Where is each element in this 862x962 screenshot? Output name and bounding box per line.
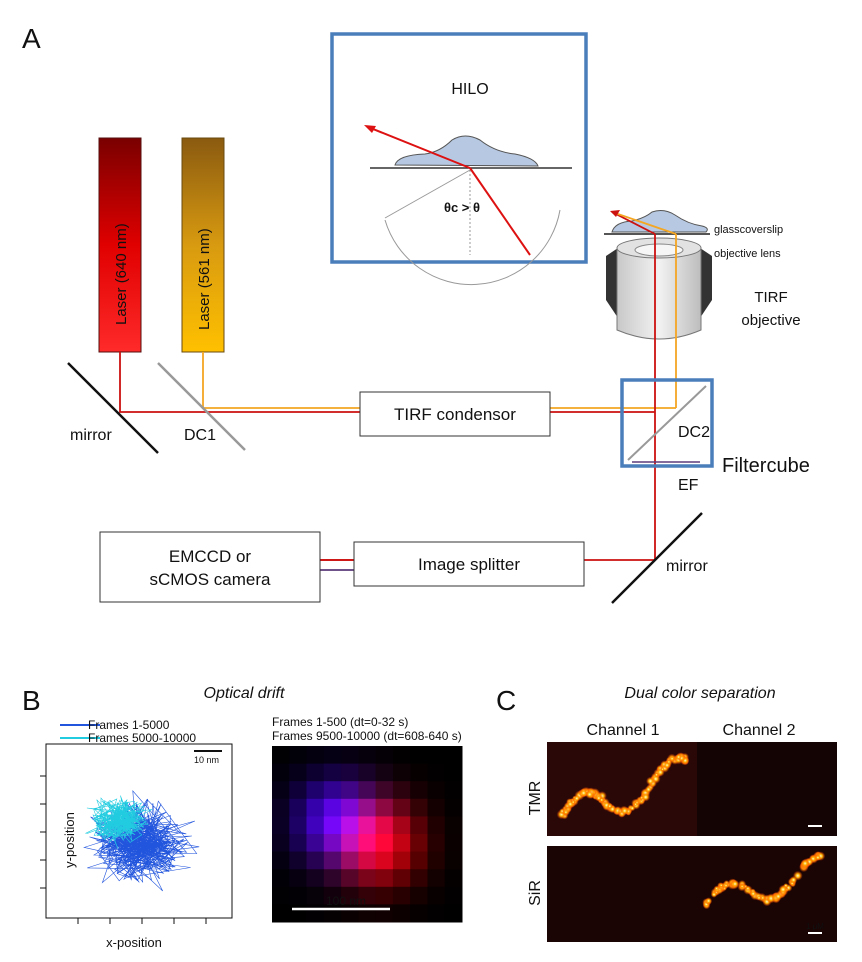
dc1-label: DC1 [184,427,216,444]
mirror-left [67,362,159,454]
channel-2-label: Channel 2 [723,722,796,739]
laser-640: Laser (640 nm) [98,137,142,353]
row-tmr-label: TMR [527,781,544,816]
filtercube: DC2 Filtercube EF [620,378,810,494]
camera-label-line2: sCMOS camera [150,570,271,589]
tmr-image [547,742,837,836]
laser-561: Laser (561 nm) [181,137,225,353]
laser-640-label: Laser (640 nm) [113,223,130,325]
drift-pixel-image: Frames 1-500 (dt=0-32 s) Frames 9500-100… [272,715,463,923]
drift-scale-large: 100 nm [326,894,366,908]
tirf-condensor-label: TIRF condensor [394,405,516,424]
frames-blue-label: Frames 9500-10000 (dt=608-640 s) [272,729,462,743]
drift-scale-small: 10 nm [194,755,219,765]
camera-label-line1: EMCCD or [169,547,252,566]
image-splitter-box: Image splitter [353,541,585,587]
dichroic-dc1 [157,362,246,451]
channel-1-label: Channel 1 [587,722,660,739]
image-splitter-label: Image splitter [418,555,520,574]
drift-scatter-plot: Frames 1-5000 Frames 5000-10000 10 nm x-… [40,718,233,950]
mirror-bottom-label: mirror [666,558,708,575]
tirf-condensor-box: TIRF condensor [359,391,551,437]
filtercube-label: Filtercube [722,455,810,477]
hilo-title: HILO [451,81,488,98]
drift-legend-1: Frames 1-5000 [88,718,170,732]
tirf-objective: glasscoverslip objective lens TIRF objec… [604,210,801,340]
drift-xlabel: x-position [106,935,162,950]
dual-title: Dual color separation [624,685,775,702]
drift-ylabel: y-position [62,812,77,868]
row-sir-label: SiR [527,880,544,906]
mirror-left-label: mirror [70,427,112,444]
camera-box: EMCCD or sCMOS camera [99,531,321,603]
objective-lens-label: objective lens [714,248,781,260]
tirf-objective-line2: objective [741,312,800,329]
mirror-bottom [611,512,703,604]
coverslip-label: glasscoverslip [714,224,783,236]
panel-label-a: A [22,23,41,54]
hilo-inset: HILO θc > θ [330,32,588,286]
tirf-objective-line1: TIRF [754,289,787,306]
sir-scale-label: 1 μM [806,922,824,931]
panel-label-b: B [22,685,41,716]
dc2-label: DC2 [678,424,710,441]
laser-561-label: Laser (561 nm) [196,228,213,330]
sir-image: 1 μM [547,846,837,942]
ef-label: EF [678,477,699,494]
panel-label-c: C [496,685,516,716]
hilo-angle: θc > θ [444,200,480,215]
drift-legend-2: Frames 5000-10000 [88,731,196,745]
drift-title: Optical drift [204,685,285,702]
frames-red-label: Frames 1-500 (dt=0-32 s) [272,715,408,729]
